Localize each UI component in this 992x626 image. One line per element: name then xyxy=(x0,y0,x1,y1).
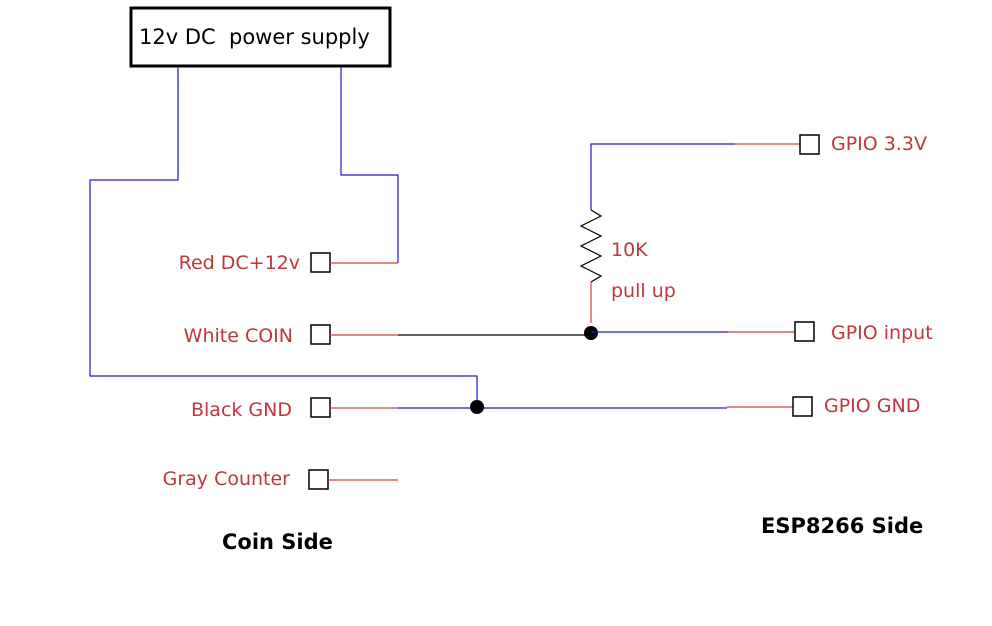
terminal-gpio-input: GPIO input xyxy=(728,321,933,344)
resistor-value-label: 10K xyxy=(611,239,648,261)
terminal-box xyxy=(310,252,331,273)
terminal-gray-counter: Gray Counter xyxy=(163,468,398,490)
terminal-white-coin: White COIN xyxy=(184,324,398,347)
esp-side-title: ESP8266 Side xyxy=(761,514,923,538)
terminal-gpio-gnd: GPIO GND xyxy=(727,395,920,417)
power-supply: 12v DC power supply xyxy=(129,6,392,68)
resistor-10k xyxy=(579,209,603,283)
terminal-box xyxy=(799,134,820,155)
terminal-box xyxy=(794,321,815,342)
resistor-role-label: pull up xyxy=(611,280,676,302)
terminal-box xyxy=(792,396,813,417)
vcc-rail-wire xyxy=(590,143,735,210)
terminal-label: White COIN xyxy=(184,325,293,347)
terminal-label: GPIO GND xyxy=(824,395,920,417)
ground-junction-node xyxy=(470,400,484,414)
coin-side-title: Coin Side xyxy=(222,530,333,554)
terminal-label: GPIO input xyxy=(831,322,933,344)
terminal-label: Black GND xyxy=(191,399,292,421)
psu-negative-wire xyxy=(89,67,478,407)
terminal-red-dc12v: Red DC+12v xyxy=(179,252,398,274)
terminal-label: GPIO 3.3V xyxy=(831,133,927,155)
terminal-gpio-3v3: GPIO 3.3V xyxy=(735,133,927,155)
terminal-black-gnd: Black GND xyxy=(191,397,398,421)
psu-positive-wire xyxy=(340,67,399,263)
input-junction-node xyxy=(584,326,598,340)
power-supply-label: 12v DC power supply xyxy=(139,25,370,49)
terminal-label: Gray Counter xyxy=(163,468,291,490)
power-supply-box xyxy=(129,6,392,68)
terminal-box xyxy=(308,469,329,490)
terminal-label: Red DC+12v xyxy=(179,252,300,274)
terminal-box xyxy=(310,324,331,345)
terminal-box xyxy=(310,397,331,418)
